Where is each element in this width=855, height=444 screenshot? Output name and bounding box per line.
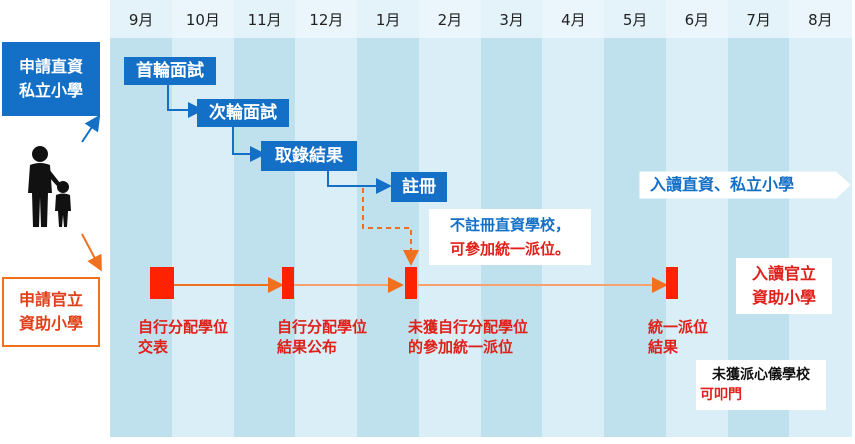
month-label: 5月 <box>604 0 667 38</box>
aided-outcome-box: 入讀官立 資助小學 <box>736 258 832 314</box>
direct-outcome-arrow <box>639 171 851 199</box>
knock-door-box: 未獲派心儀學校 可叩門 <box>696 360 826 410</box>
arrow-to-aided <box>81 233 102 272</box>
milestone-central-result-label: 統一派位 結果 <box>648 317 708 357</box>
aided-outcome-line1: 入讀官立 <box>751 264 816 283</box>
milestone-central-line1: 未獲自行分配學位 <box>408 318 529 336</box>
milestone-submit-label: 自行分配學位 交表 <box>138 317 228 357</box>
dashed-connector <box>362 188 419 266</box>
milestone-bar-central-result <box>666 267 678 299</box>
month-label: 9月 <box>110 0 173 38</box>
month-label: 10月 <box>171 0 234 38</box>
month-label: 6月 <box>665 0 728 38</box>
connector-3 <box>327 171 392 194</box>
month-label: 8月 <box>789 0 852 38</box>
month-label: 11月 <box>233 0 296 38</box>
direct-outcome-text: 入讀直資、私立小學 <box>650 175 795 194</box>
milestone-bar-central <box>405 267 417 299</box>
arrow-to-direct <box>81 114 101 143</box>
month-label: 3月 <box>480 0 543 38</box>
registration-step: 註冊 <box>391 172 447 202</box>
admission-result-step: 取錄結果 <box>261 141 357 171</box>
aided-outcome-line2: 資助小學 <box>751 288 816 307</box>
connector-1 <box>167 85 204 118</box>
connector-2 <box>232 126 266 162</box>
month-label: 12月 <box>295 0 358 38</box>
milestone-bar-result <box>282 267 294 299</box>
apply-direct-line1: 申請直資 <box>18 57 83 76</box>
month-label: 2月 <box>418 0 481 38</box>
apply-direct-line2: 私立小學 <box>18 81 83 100</box>
milestone-submit-line1: 自行分配學位 <box>138 318 229 336</box>
milestone-central-result-line1: 統一派位 <box>648 318 709 336</box>
month-column: 11月 <box>233 0 296 437</box>
first-interview-step: 首輪面試 <box>124 57 216 85</box>
milestone-submit-line2: 交表 <box>138 338 169 356</box>
milestone-central-line2: 的參加統一派位 <box>408 338 514 356</box>
apply-direct-subsidy-label: 申請直資 私立小學 <box>2 42 100 116</box>
apply-aided-line1: 申請官立 <box>18 290 83 309</box>
parent-child-icon <box>28 146 71 227</box>
milestone-bar-submit <box>150 267 174 299</box>
apply-aided-label: 申請官立 資助小學 <box>2 277 100 347</box>
knock-door-line1: 未獲派心儀學校 <box>712 367 810 383</box>
milestone-central-result-line2: 結果 <box>648 338 679 356</box>
apply-aided-line2: 資助小學 <box>18 314 83 333</box>
milestone-result-line2: 結果公布 <box>277 338 338 356</box>
month-column: 5月 <box>604 0 667 437</box>
milestone-result-line1: 自行分配學位 <box>277 318 368 336</box>
unregistered-note-line1: 不註冊直資學校， <box>449 216 570 234</box>
knock-door-line2: 可叩門 <box>700 387 742 403</box>
milestone-central-label: 未獲自行分配學位 的參加統一派位 <box>408 317 528 357</box>
month-label: 1月 <box>357 0 420 38</box>
month-column: 12月 <box>295 0 358 437</box>
second-interview-step: 次輪面試 <box>197 99 289 127</box>
unregistered-note-line2: 可參加統一派位。 <box>449 240 570 258</box>
month-label: 4月 <box>542 0 605 38</box>
milestone-result-label: 自行分配學位 結果公布 <box>277 317 367 357</box>
unregistered-note: 不註冊直資學校， 可參加統一派位。 <box>429 209 591 265</box>
month-label: 7月 <box>727 0 790 38</box>
month-column: 1月 <box>357 0 420 437</box>
